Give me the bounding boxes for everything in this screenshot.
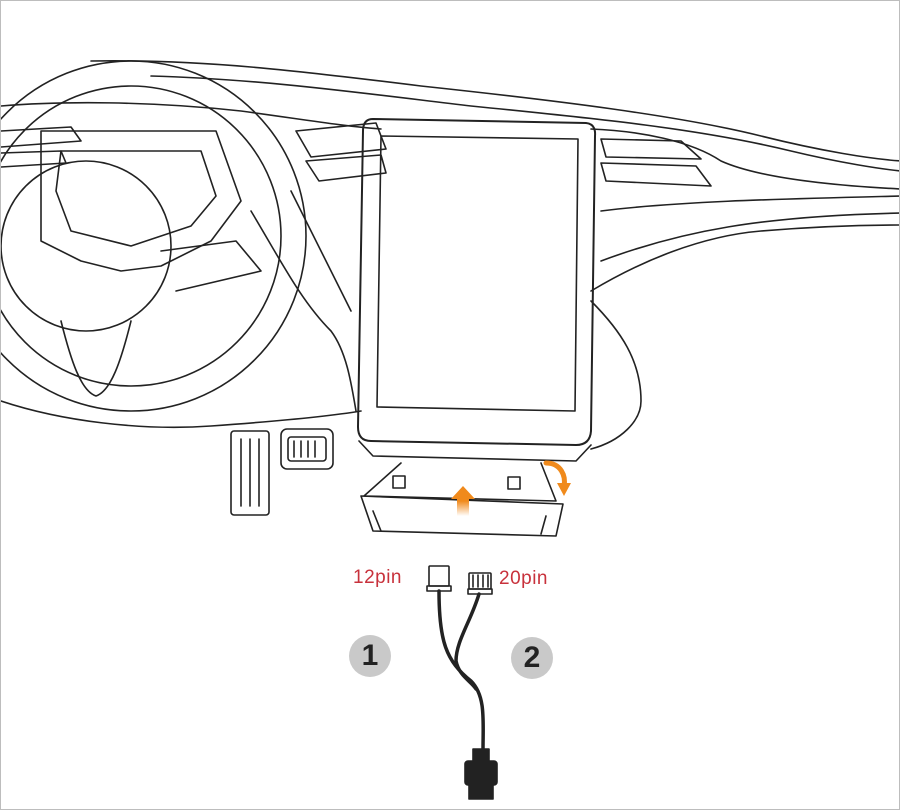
dashboard-outline — [1, 59, 899, 450]
steering-wheel — [1, 60, 307, 412]
label-20pin: 20pin — [499, 568, 548, 589]
rotate-arrow-icon — [543, 460, 571, 496]
wiring-harness — [426, 565, 498, 800]
connector-12pin-icon — [428, 565, 450, 587]
step-badge-1: 1 — [349, 635, 391, 677]
label-12pin: 12pin — [353, 567, 402, 588]
pedals — [230, 428, 334, 516]
storage-tray — [360, 462, 564, 537]
step-badge-2: 2 — [511, 637, 553, 679]
air-vents — [1, 122, 712, 187]
insert-arrow-icon — [451, 486, 475, 516]
touchscreen — [357, 118, 597, 462]
